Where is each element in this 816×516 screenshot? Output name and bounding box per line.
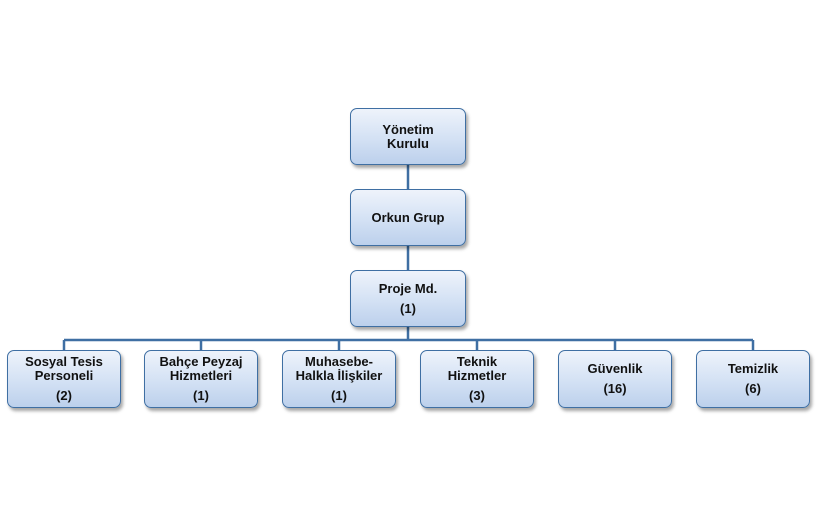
node-bahce-line1: Bahçe Peyzaj [159, 354, 243, 369]
node-bahce-line2: Hizmetleri [169, 368, 233, 383]
node-temizlik-count: (6) [745, 381, 761, 396]
node-sosyal-line1: Sosyal Tesis [25, 354, 103, 369]
node-proje-md: Proje Md. (1) [350, 270, 466, 327]
node-guvenlik-line1: Güvenlik [587, 361, 643, 376]
node-proje-line1: Proje Md. [378, 280, 438, 296]
node-muhasebe-count: (1) [331, 388, 347, 403]
node-guvenlik-count: (16) [603, 381, 627, 396]
node-yonetim-line2: Kurulu [387, 135, 429, 151]
node-orkun-grup: Orkun Grup [350, 189, 466, 246]
node-teknik-count: (3) [469, 388, 485, 403]
node-muhasebe-line2: Halkla İlişkiler [295, 368, 383, 383]
node-muhasebe-line1: Muhasebe- [305, 354, 373, 369]
node-yonetim-line1: Yönetim [382, 121, 434, 137]
node-bahce-peyzaj: Bahçe Peyzaj Hizmetleri (1) [144, 350, 258, 408]
node-bahce-count: (1) [193, 388, 209, 403]
node-yonetim-kurulu: Yönetim Kurulu [350, 108, 466, 165]
node-orkun-line1: Orkun Grup [371, 209, 445, 225]
node-temizlik: Temizlik (6) [696, 350, 810, 408]
node-muhasebe: Muhasebe- Halkla İlişkiler (1) [282, 350, 396, 408]
node-sosyal-line2: Personeli [34, 368, 94, 383]
node-sosyal-count: (2) [56, 388, 72, 403]
node-teknik-line1: Teknik [456, 354, 498, 369]
node-temizlik-line1: Temizlik [727, 361, 779, 376]
node-teknik-hizmetler: Teknik Hizmetler (3) [420, 350, 534, 408]
node-proje-count: (1) [400, 300, 416, 316]
node-teknik-line2: Hizmetler [447, 368, 507, 383]
node-guvenlik: Güvenlik (16) [558, 350, 672, 408]
node-sosyal-tesis: Sosyal Tesis Personeli (2) [7, 350, 121, 408]
